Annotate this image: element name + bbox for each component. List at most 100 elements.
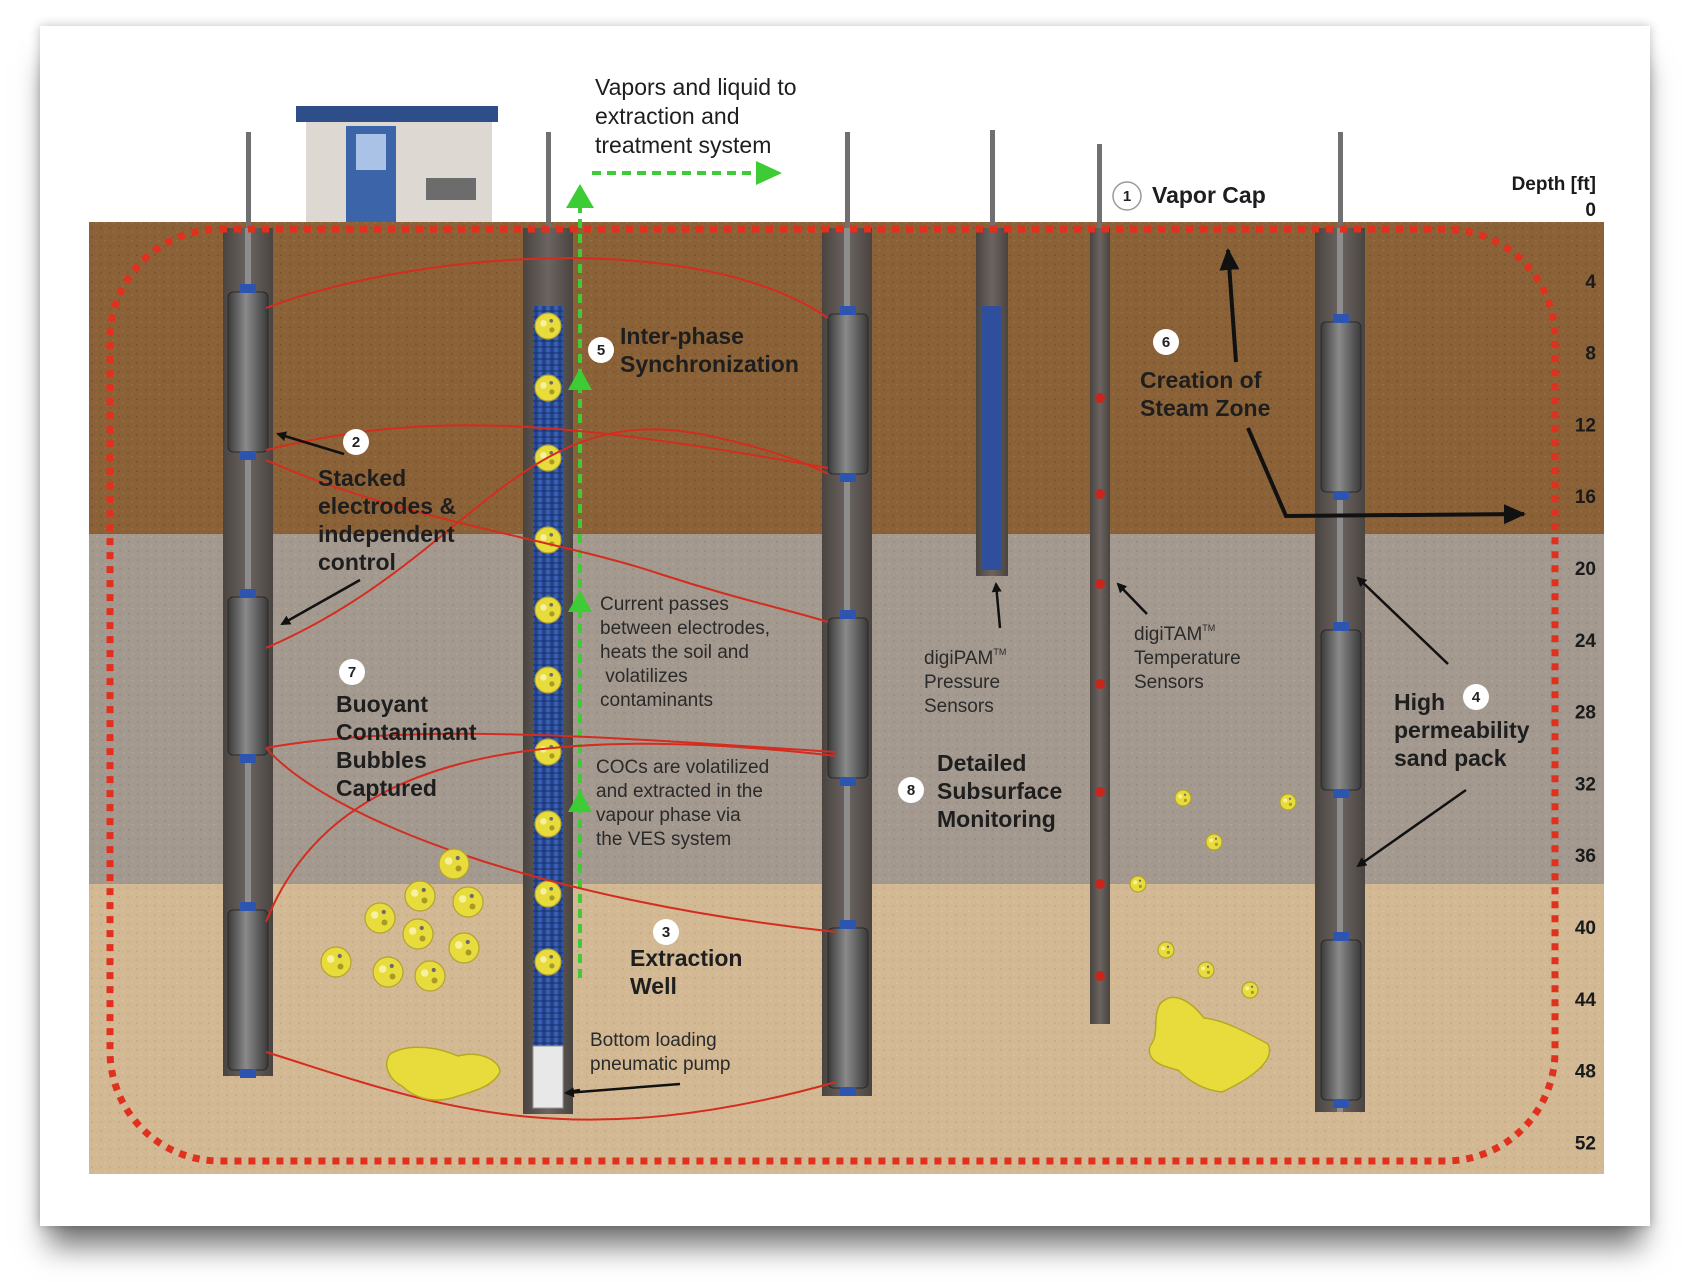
callout-line: Bubbles — [336, 747, 427, 773]
callout-number: 7 — [348, 664, 356, 681]
callout-line: High — [1394, 689, 1445, 715]
callout-line: Buoyant — [336, 691, 428, 717]
contaminant-bubble — [534, 880, 562, 908]
temperature-sensor — [1095, 787, 1105, 797]
depth-tick-label: 16 — [1575, 487, 1596, 508]
callout-buoyant-bubbles: 7 Buoyant Contaminant Bubbles Captured — [336, 659, 477, 801]
callout-line: Synchronization — [620, 351, 799, 377]
contaminant-blob-right — [1148, 996, 1271, 1093]
contaminant-bubble — [402, 918, 434, 950]
callout-vapor-cap: 1 Vapor Cap — [1112, 181, 1266, 211]
depth-tick-label: 52 — [1575, 1133, 1596, 1154]
pointer-arrows — [276, 248, 1526, 1098]
depth-tick-label: 0 — [1585, 200, 1596, 221]
contaminant-bubble — [534, 948, 562, 976]
note-digitam: digiTAMTM Temperature Sensors — [1134, 623, 1241, 693]
note-current-passes: Current passes between electrodes, heats… — [600, 594, 770, 711]
contaminant-bubble — [1241, 981, 1259, 999]
contaminant-blob-left — [386, 1046, 501, 1101]
contaminant-bubble — [364, 902, 396, 934]
callout-line: Creation of — [1140, 367, 1262, 393]
contaminant-bubble — [448, 932, 480, 964]
callout-number: 2 — [352, 434, 360, 451]
pneumatic-pump — [532, 1045, 564, 1109]
callout-number: 1 — [1123, 188, 1131, 205]
riser-pipe — [1338, 132, 1343, 228]
callout-number: 4 — [1472, 689, 1481, 706]
note-line: Sensors — [924, 696, 994, 717]
electrode — [227, 284, 269, 460]
contaminant-bubble — [438, 848, 470, 880]
callout-line: control — [318, 549, 396, 575]
electrode — [827, 920, 869, 1096]
contaminant-bubble — [320, 946, 352, 978]
riser-pipe — [990, 130, 995, 228]
callout-number: 5 — [597, 342, 605, 359]
riser-pipe — [845, 132, 850, 228]
note-line: Temperature — [1134, 648, 1241, 669]
contaminant-bubble — [1174, 789, 1192, 807]
callout-line: Steam Zone — [1140, 395, 1270, 421]
depth-tick-label: 48 — [1575, 1062, 1596, 1083]
contaminant-bubble — [372, 956, 404, 988]
depth-tick-label: 44 — [1575, 990, 1597, 1011]
depth-tick-label: 12 — [1575, 415, 1596, 436]
note-line: Bottom loading — [590, 1030, 717, 1051]
contaminant-bubble — [404, 880, 436, 912]
current-flow-lines — [265, 257, 837, 1121]
riser-pipe — [246, 132, 251, 228]
temperature-sensor — [1095, 579, 1105, 589]
depth-tick-label: 4 — [1585, 272, 1596, 293]
contaminant-bubble — [534, 374, 562, 402]
depth-tick-label: 24 — [1575, 631, 1597, 652]
svg-text:digiTAMTM: digiTAMTM — [1134, 623, 1215, 645]
callout-number: 8 — [907, 782, 915, 799]
riser-pipe — [1097, 144, 1102, 228]
note-line: Sensors — [1134, 672, 1204, 693]
vapor-flow-arrows — [566, 161, 782, 978]
treatment-building-icon — [296, 106, 498, 222]
temperature-sensor — [1095, 971, 1105, 981]
depth-axis-title: Depth [ft] — [1512, 174, 1596, 195]
contaminant-bubble — [1279, 793, 1297, 811]
callout-line: Monitoring — [937, 806, 1056, 832]
trademark-mark: TM — [1202, 623, 1215, 633]
callout-line: Well — [630, 973, 677, 999]
callout-line: independent — [318, 521, 455, 547]
callout-line: Subsurface — [937, 778, 1062, 804]
digipam-sensor-tube — [982, 306, 1002, 570]
callout-title: Vapor Cap — [1152, 182, 1266, 208]
note-cocs-volatilized: COCs are volatilized and extracted in th… — [596, 757, 769, 850]
electrode — [827, 610, 869, 786]
svg-text:digiPAMTM: digiPAMTM — [924, 647, 1006, 669]
note-line: contaminants — [600, 690, 713, 711]
electrode — [227, 902, 269, 1078]
callout-line: Contaminant — [336, 719, 477, 745]
electrode — [827, 306, 869, 482]
contaminant-bubble — [534, 810, 562, 838]
callout-line: Inter-phase — [620, 323, 744, 349]
contaminant-bubble — [1197, 961, 1215, 979]
contaminant-bubble — [452, 886, 484, 918]
callout-subsurface-monitoring: 8 Detailed Subsurface Monitoring — [898, 750, 1062, 832]
flow-text-line: treatment system — [595, 132, 771, 158]
note-digipam: digiPAMTM Pressure Sensors — [924, 647, 1006, 717]
callout-stacked-electrodes: 2 Stacked electrodes & independent contr… — [318, 429, 456, 575]
note-line: and extracted in the — [596, 781, 763, 802]
electrode — [227, 589, 269, 763]
callout-line: sand pack — [1394, 745, 1507, 771]
contaminant-bubble — [1129, 875, 1147, 893]
contaminant-bubble — [1205, 833, 1223, 851]
note-line: volatilizes — [600, 666, 688, 687]
flow-text-line: extraction and — [595, 103, 739, 129]
temperature-sensor — [1095, 679, 1105, 689]
callout-number: 3 — [662, 924, 670, 941]
trademark-mark: TM — [993, 647, 1006, 657]
contaminant-bubble — [534, 596, 562, 624]
electrode — [1320, 622, 1362, 798]
contaminant-bubble — [534, 738, 562, 766]
contaminant-bubble — [414, 960, 446, 992]
contaminant-bubble — [534, 526, 562, 554]
note-line: vapour phase via — [596, 805, 741, 826]
